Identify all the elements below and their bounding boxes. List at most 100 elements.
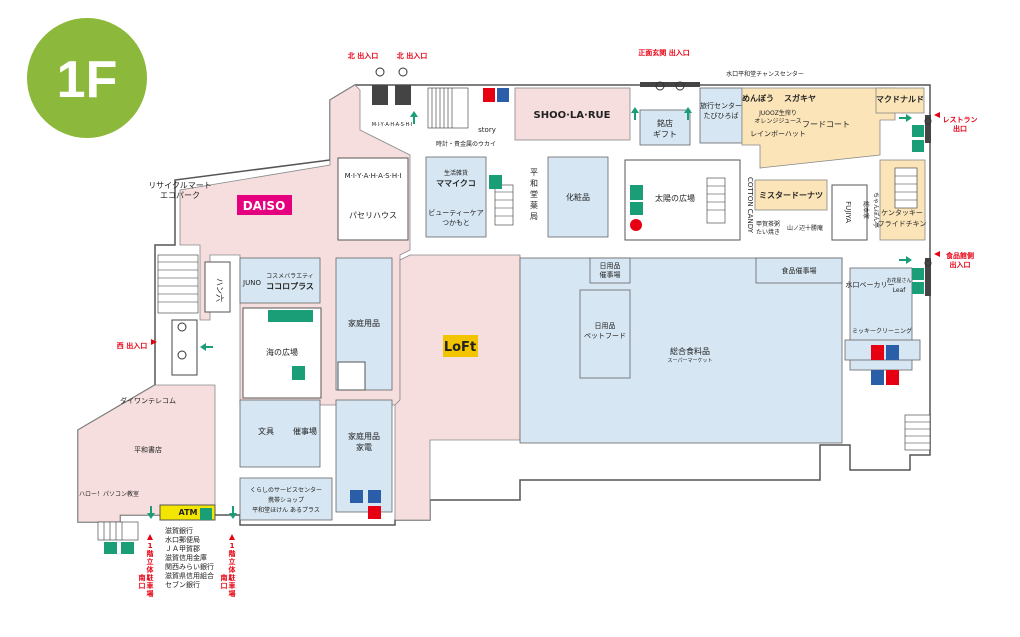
grocery-zone [519,257,843,444]
kfc-label-2: フライドチキン [878,220,927,228]
misterdonut-zone [754,179,828,211]
household2-zone [335,399,393,513]
juno-label: JUNO [242,279,261,287]
juice-label-2: オレンジジュース [754,118,801,125]
mcdonalds-zone [875,87,925,114]
food-entrance-door [925,258,931,296]
stationery-label: 文具 [258,426,274,436]
pharmacy-label-4: 薬 [530,200,538,210]
daily-event-zone [589,257,631,284]
door-icon [924,259,932,267]
plain-rooms [159,157,868,521]
restroom-icon [497,88,509,102]
sea-plaza-label: 海の広場 [266,347,298,357]
story-label: story [478,126,496,134]
chance-label: 水口平和堂チャンスセンター [726,70,804,78]
door-icon [924,117,932,125]
watch-label: 時計・貴金属のウカイ [436,140,496,148]
entrance-arrow-stem [413,117,415,124]
restroom-icon [368,506,381,519]
food-exit-label-2: 出入口 [950,260,971,269]
restaurant-exit-arrow-icon [934,112,940,118]
elevator-icon [121,542,134,554]
entrance-arrow-icon [229,513,237,519]
north-exit-1-label: 北 出入口 [348,51,378,60]
pharmacy-label-2: 和 [530,179,538,188]
bakery-label: 水口ベーカリー [846,280,895,289]
entrance-arrow-icon [200,343,206,351]
svg-text:立: 立 [147,557,154,566]
elevator-icon [630,202,643,215]
leaf-label-2: Leaf [893,287,907,294]
entrance-arrow-icon [631,107,639,113]
svg-text:口: 口 [221,582,228,590]
front-entrance-door [640,82,700,87]
foodcourt-label: フードコート [802,120,850,129]
recycle-label: リサイクルマート [148,181,212,190]
mcdonalds-label: マクドナルド [876,94,924,104]
parking-arrow-1-icon [147,534,153,540]
bento-label: 甲賀茶粥 [756,220,780,228]
stationery-zone [239,399,321,468]
elevator-icon [912,140,924,152]
svg-text:セブン銀行: セブン銀行 [165,580,200,589]
elevator-icon [630,185,643,200]
daily-event-label-2: 催事場 [600,270,621,279]
household1-label: 家庭用品 [348,318,380,328]
restroom-icon [871,345,884,360]
restroom-icon [483,88,495,102]
elevator-icon [200,508,212,520]
svg-text:1: 1 [230,542,235,550]
meika-label-2: ギフト [653,130,677,139]
elevator-icon [292,366,305,380]
door-icon [675,81,685,91]
svg-text:体: 体 [147,565,155,574]
miyahashi-small-label: M·I·Y·A·H·A·S·H·I [372,122,413,128]
bento-label-2: たい焼き [756,228,780,236]
escalator-icon [427,87,469,129]
svg-text:南: 南 [139,573,146,582]
parking-label-1: 1 階 立 体 駐 車 場 南 口 [139,542,155,598]
stairs-icon [157,254,199,314]
recycle-label-2: エコパーク [160,191,200,200]
travel-zone [699,87,743,144]
yamanoie-label: 山ノ辺十勝庵 [787,224,823,232]
grocery-sub-label: スーパーマーケット [668,357,713,364]
parking-label-2: 1 階 立 体 駐 車 場 南 口 [221,542,237,598]
parking-arrow-2-icon [229,534,235,540]
escalator-icon [706,177,726,224]
svg-text:南: 南 [221,573,228,582]
elevator-icon [912,282,924,294]
kurashi-label-3: 平和堂ほけん あるプラス [252,506,320,514]
west-entrance-door [171,319,198,376]
beauty-label-2: つかもと [442,219,470,227]
travel-label: 旅行センター [700,101,742,110]
hanroku-label: ハン六 [215,278,225,302]
elevator-icon [489,175,502,189]
sugakiya-label: スガキヤ [784,93,816,103]
door-icon [398,67,408,77]
blue-zones [239,87,921,521]
miyahashi-label: M·I·Y·A·H·A·S·H·I [345,172,402,180]
wheelchair-icon [886,345,899,360]
small-room [337,361,366,391]
baby-room-icon [886,370,899,385]
food-exit-arrow-icon [934,251,940,257]
stairs-icon [894,167,918,209]
fujiya-label: FUJIYA [844,201,852,223]
loft-logo: LoFt [443,335,478,357]
svg-text:水口郵便局: 水口郵便局 [165,535,200,544]
champon-label: ちゃんぽん亭 [872,192,880,228]
door-icon [177,350,187,360]
daiso-logo: DAISO [237,195,292,215]
svg-text:場: 場 [229,589,236,598]
food-exit-label: 食品館側 [945,251,974,260]
svg-text:1F: 1F [57,51,118,109]
svg-text:立: 立 [229,557,236,566]
door-icon [375,67,385,77]
restaurant-exit-label-2: 出口 [953,124,967,133]
elevator-icon [912,268,924,280]
atm-bank-list: 滋賀銀行 水口郵便局 ＪＡ甲賀郡 滋賀信用金庫 関西みらい銀行 滋賀県信用組合 … [165,526,214,589]
mamaiko-zone [425,156,487,238]
